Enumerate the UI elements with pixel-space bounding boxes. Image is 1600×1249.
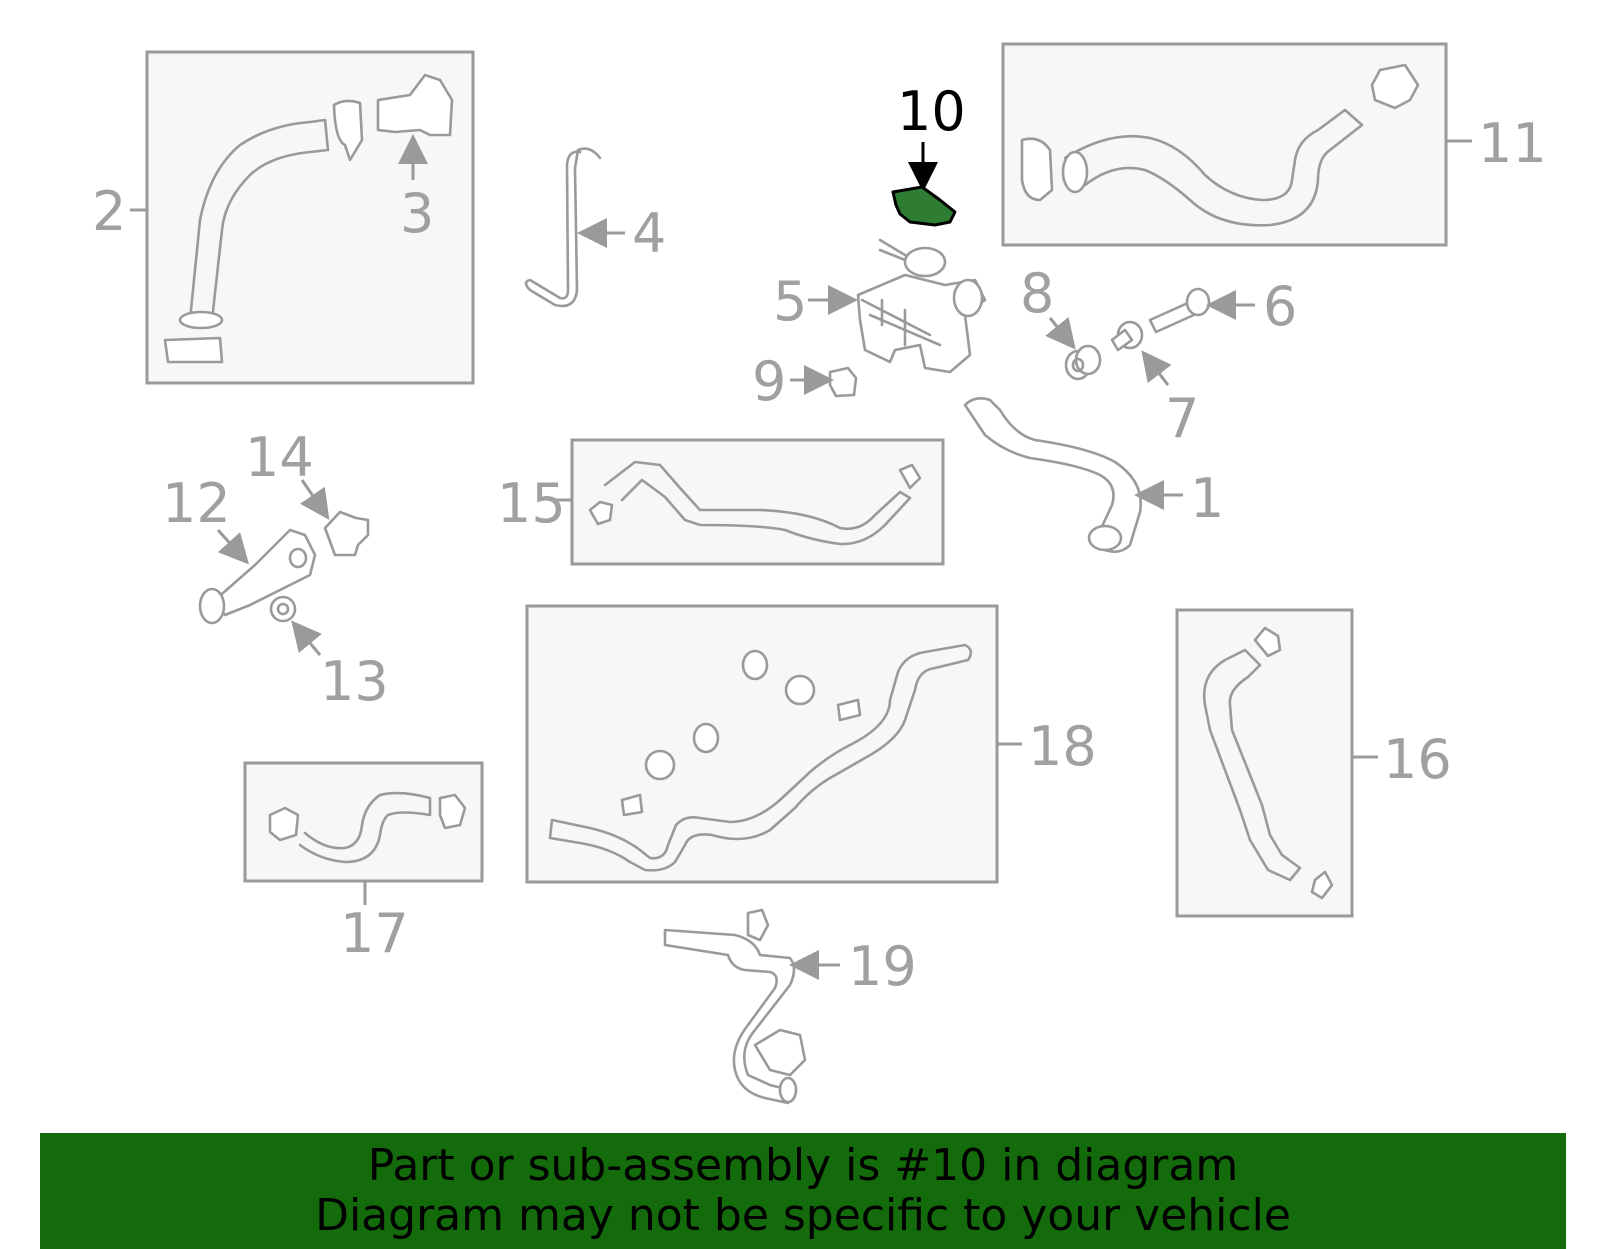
callout-8: 8 — [1020, 262, 1054, 325]
part-5-housing[interactable] — [856, 238, 987, 374]
callout-3: 3 — [400, 182, 434, 245]
callout-16: 16 — [1383, 728, 1452, 791]
callout-7: 7 — [1165, 387, 1199, 450]
part-15-hose[interactable] — [603, 460, 912, 546]
callout-10: 10 — [897, 80, 966, 143]
callout-5: 5 — [773, 270, 807, 333]
group-box-17 — [243, 761, 484, 883]
part-13-nut[interactable] — [269, 595, 297, 623]
part-15-clamp-left[interactable] — [588, 500, 614, 526]
group-box-2 — [145, 50, 475, 385]
banner-line-2: Diagram may not be specific to your vehi… — [315, 1190, 1291, 1241]
part-11-clamp-left[interactable] — [1020, 137, 1054, 202]
part-11-hose[interactable] — [1063, 108, 1364, 227]
callout-17: 17 — [340, 902, 409, 965]
part-16-clamp-bottom[interactable] — [1310, 870, 1334, 900]
callout-14: 14 — [245, 426, 314, 489]
part-16-hose[interactable] — [1202, 648, 1302, 882]
group-box-16 — [1175, 608, 1354, 918]
part-10-cap[interactable] — [891, 185, 957, 227]
part-1-hose[interactable] — [963, 397, 1143, 553]
part-16-clamp-top[interactable] — [1253, 626, 1282, 658]
callout-2: 2 — [92, 180, 126, 243]
part-2-hose[interactable] — [188, 118, 330, 322]
part-18-pipe[interactable] — [548, 643, 973, 872]
part-6-bolt[interactable] — [1148, 287, 1211, 334]
callout-18: 18 — [1028, 715, 1097, 778]
callout-1: 1 — [1190, 467, 1224, 530]
part-9-clip[interactable] — [828, 366, 858, 398]
part-19-pipe[interactable] — [663, 908, 807, 1105]
group-box-11 — [1001, 42, 1448, 247]
banner-line-1: Part or sub-assembly is #10 in diagram — [367, 1140, 1239, 1191]
callout-11: 11 — [1478, 112, 1547, 175]
info-banner: Part or sub-assembly is #10 in diagram D… — [40, 1133, 1566, 1249]
part-14-gasket[interactable] — [323, 510, 370, 557]
part-2-clamp[interactable] — [163, 336, 224, 364]
part-3-clamp[interactable] — [332, 99, 364, 162]
callout-6: 6 — [1263, 275, 1297, 338]
part-3-fitting[interactable] — [376, 73, 454, 137]
callout-15: 15 — [497, 472, 566, 535]
part-17-clamp-left[interactable] — [268, 806, 300, 842]
callout-9: 9 — [752, 350, 786, 413]
callout-4: 4 — [632, 202, 666, 265]
callout-19: 19 — [848, 935, 917, 998]
group-box-15 — [570, 438, 945, 566]
part-18-fasteners[interactable] — [620, 649, 862, 817]
part-8-grommet[interactable] — [1064, 344, 1102, 381]
part-11-clamp-right[interactable] — [1370, 63, 1420, 110]
part-12-outlet[interactable] — [198, 528, 317, 625]
callout-13: 13 — [320, 650, 389, 713]
part-7-clip[interactable] — [1110, 320, 1144, 352]
part-17-clamp-right[interactable] — [438, 793, 467, 830]
group-box-18 — [525, 604, 999, 884]
part-15-clamp-right[interactable] — [898, 463, 922, 490]
part-4-tube[interactable] — [524, 147, 602, 308]
callout-12: 12 — [162, 472, 231, 535]
part-17-hose[interactable] — [298, 791, 432, 864]
